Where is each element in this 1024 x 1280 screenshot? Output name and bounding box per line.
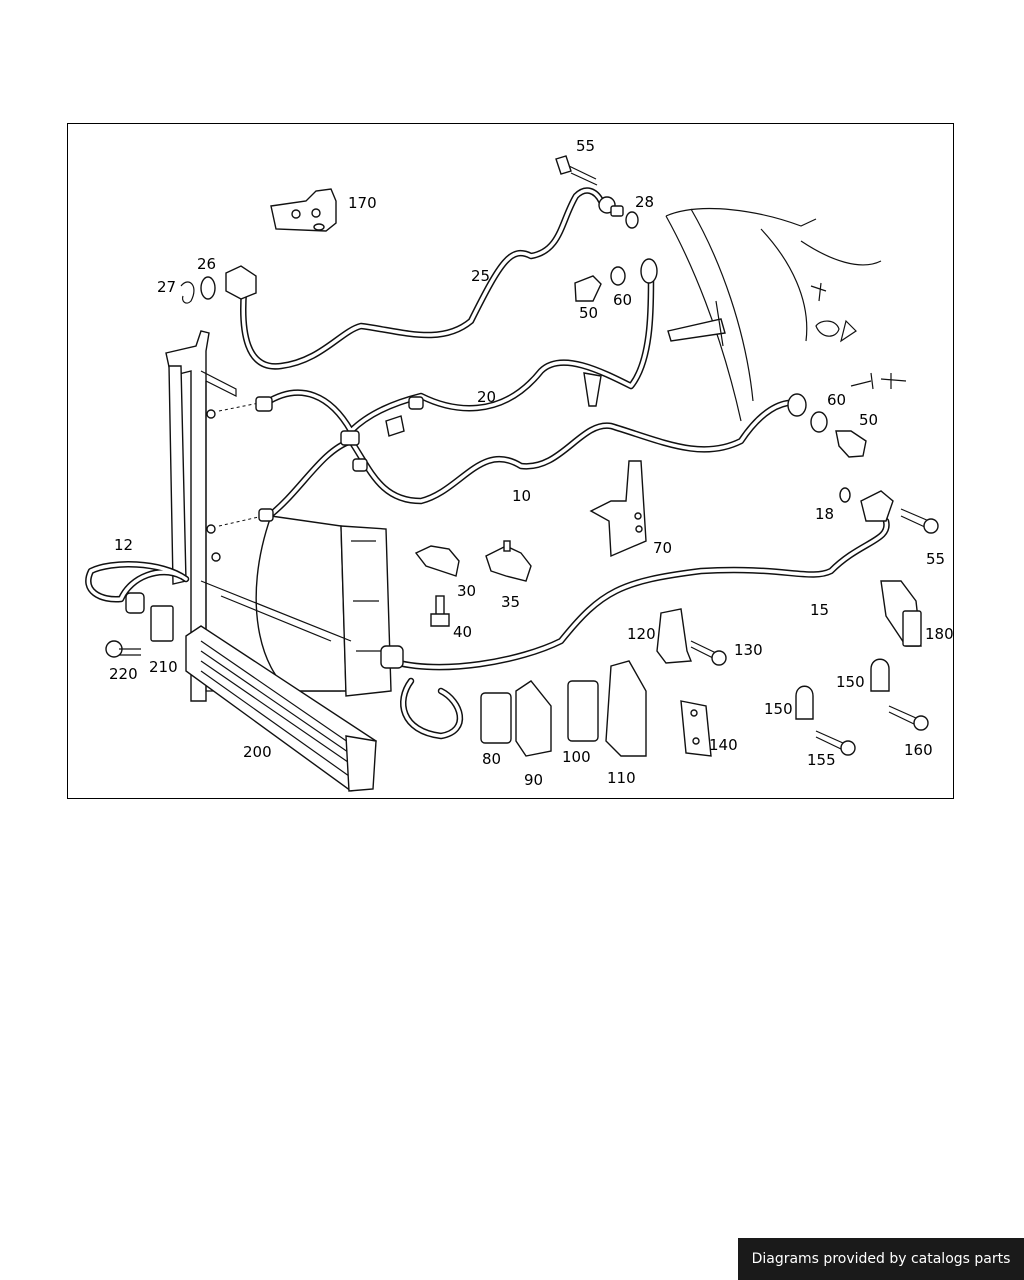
clips-150 [795, 658, 890, 720]
label-25: 25 [471, 267, 490, 285]
label-70: 70 [653, 539, 672, 557]
bolts-155-160 [815, 705, 929, 756]
bracket-120-and-bolt-130 [656, 608, 727, 666]
credit-banner: Diagrams provided by catalogs parts [738, 1238, 1024, 1280]
label-12: 12 [114, 536, 133, 554]
label-110: 110 [607, 769, 636, 787]
label-60-top: 60 [613, 291, 632, 309]
label-50-top: 50 [579, 304, 598, 322]
bracket-170 [270, 188, 337, 232]
grommets-80-100 [480, 680, 599, 744]
part-labels: 55 28 170 26 27 25 50 60 20 60 50 10 18 … [109, 137, 953, 789]
bracket-180 [880, 580, 922, 647]
transmission-housing [665, 207, 907, 422]
label-90: 90 [524, 771, 543, 789]
label-170: 170 [348, 194, 377, 212]
label-60-right: 60 [827, 391, 846, 409]
pipe-12 [85, 561, 190, 603]
parts-diagram: 55 28 170 26 27 25 50 60 20 60 50 10 18 … [85, 137, 953, 792]
label-130: 130 [734, 641, 763, 659]
label-30: 30 [457, 582, 476, 600]
label-20: 20 [477, 388, 496, 406]
label-160: 160 [904, 741, 933, 759]
label-120: 120 [627, 625, 656, 643]
brackets-90-110 [515, 660, 647, 757]
label-100: 100 [562, 748, 591, 766]
banjo-bolt-50-right [787, 393, 867, 458]
pipe-fittings [255, 372, 602, 669]
label-27: 27 [157, 278, 176, 296]
parts-diagram-frame: 55 28 170 26 27 25 50 60 20 60 50 10 18 … [67, 123, 954, 799]
label-35: 35 [501, 593, 520, 611]
pipe-15 [387, 517, 890, 740]
label-80: 80 [482, 750, 501, 768]
label-155: 155 [807, 751, 836, 769]
label-26: 26 [197, 255, 216, 273]
oil-cooler-200 [185, 625, 377, 792]
label-150-left: 150 [764, 700, 793, 718]
bracket-140 [680, 700, 712, 757]
label-55-right: 55 [926, 550, 945, 568]
label-15: 15 [810, 601, 829, 619]
label-210: 210 [149, 658, 178, 676]
label-200: 200 [243, 743, 272, 761]
banjo-fitting-28 [598, 196, 639, 229]
label-50-right: 50 [859, 411, 878, 429]
label-40: 40 [453, 623, 472, 641]
clip-35 [485, 540, 532, 582]
banjo-fitting-18-and-bolt-55 [839, 487, 939, 534]
radiator-frame [165, 330, 392, 702]
bolt-55-top [555, 155, 598, 186]
bracket-70 [589, 460, 647, 558]
pipe-25 [240, 187, 605, 370]
label-140: 140 [709, 736, 738, 754]
label-150-right: 150 [836, 673, 865, 691]
label-220: 220 [109, 665, 138, 683]
nut-26-and-clip-27 [180, 265, 257, 304]
clip-30 [414, 545, 460, 577]
bolt-40 [430, 595, 450, 627]
banjo-bolt-50-top [574, 258, 658, 302]
pipe-20 [262, 277, 655, 435]
label-180: 180 [925, 625, 953, 643]
label-55-top: 55 [576, 137, 595, 155]
pipe-10 [265, 399, 800, 520]
bolt-220-and-clip-210 [105, 592, 174, 658]
label-10: 10 [512, 487, 531, 505]
label-18: 18 [815, 505, 834, 523]
label-28: 28 [635, 193, 654, 211]
